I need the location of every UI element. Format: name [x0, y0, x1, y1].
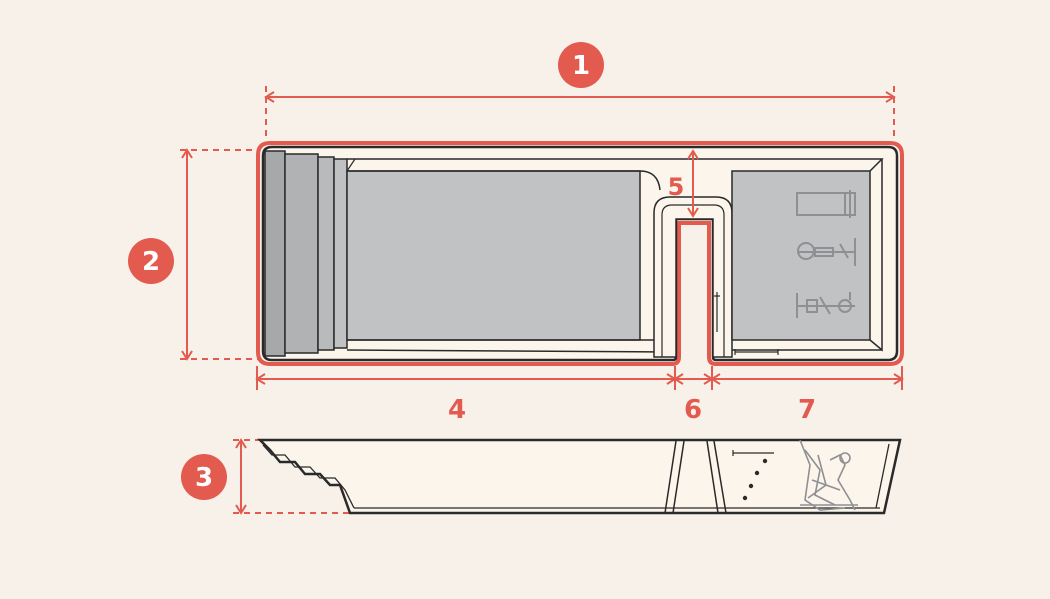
pool-plan-view — [256, 141, 904, 366]
swim-area-water — [346, 170, 641, 341]
badge-width: 2 — [128, 238, 174, 284]
label-segment-6: 6 — [684, 395, 702, 425]
badge-length-label: 1 — [572, 51, 590, 81]
label-segment-5: 5 — [668, 173, 685, 201]
badge-width-label: 2 — [142, 247, 160, 277]
bike-icon — [797, 238, 856, 266]
dimension-width — [180, 148, 258, 361]
section-outline — [256, 438, 902, 515]
section-divider — [664, 440, 727, 514]
ladder — [714, 292, 779, 355]
treadmill-icon — [796, 190, 856, 218]
label-segment-4: 4 — [448, 395, 466, 425]
dimension-segments — [255, 366, 904, 390]
entry-steps — [264, 150, 348, 357]
badge-depth: 3 — [181, 454, 227, 500]
section-equipment-icon — [799, 439, 858, 511]
badge-length: 1 — [558, 42, 604, 88]
pool-section-view — [256, 438, 902, 515]
divider-wall — [653, 196, 733, 358]
exercise-bike-icon — [796, 292, 855, 318]
dimension-divider-gap — [687, 149, 699, 218]
swim-area-ledge — [346, 158, 710, 353]
dimension-depth — [233, 438, 350, 515]
label-segment-7: 7 — [798, 395, 816, 425]
section-ladder — [732, 450, 774, 501]
badge-depth-label: 3 — [195, 463, 213, 493]
dimension-length — [264, 86, 896, 140]
pool-outline-highlight — [256, 141, 904, 366]
